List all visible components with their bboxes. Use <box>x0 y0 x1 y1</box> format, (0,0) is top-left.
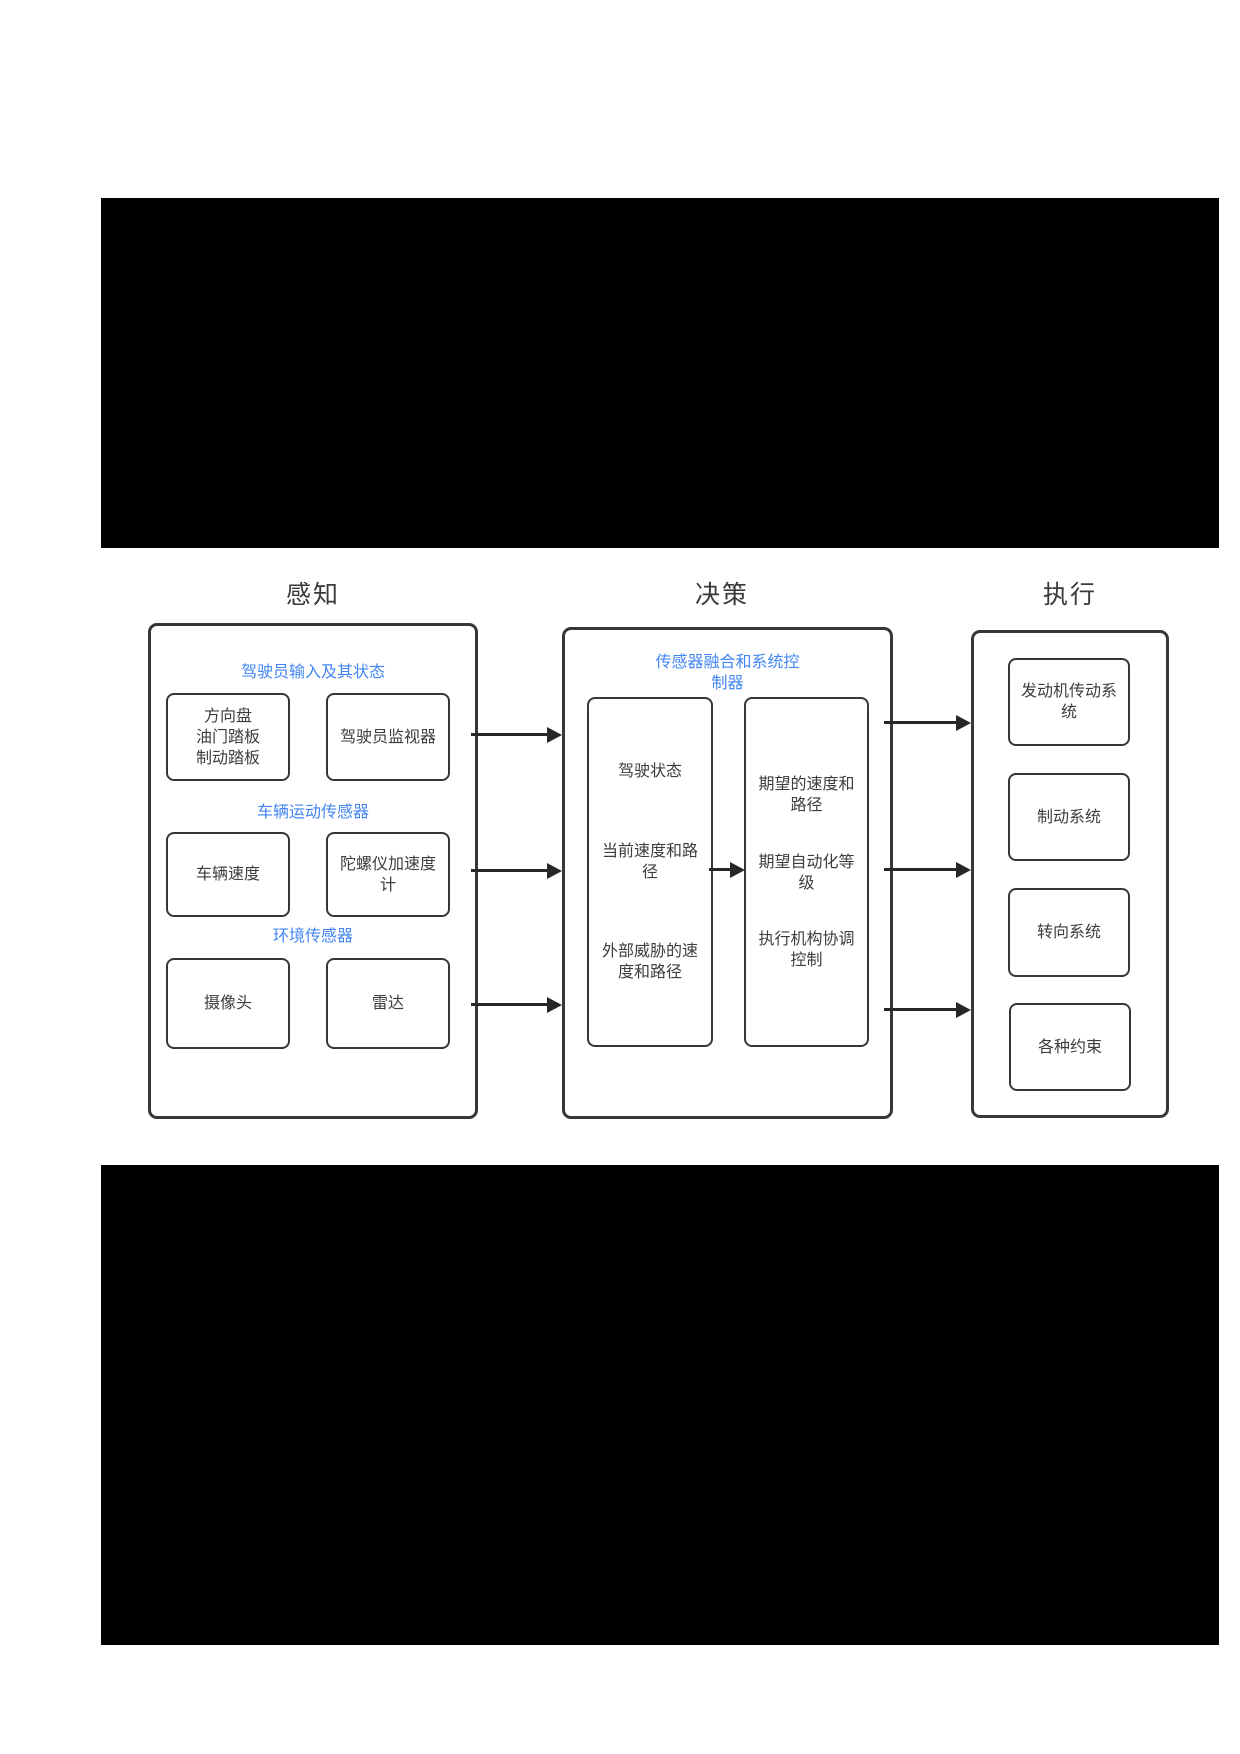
perception-box-camera: 摄像头 <box>166 958 290 1049</box>
perception-box-vehicle-speed: 车辆速度 <box>166 832 290 917</box>
arrow-decision-to-execution-2 <box>884 868 956 871</box>
column-title-decision: 决策 <box>694 581 749 609</box>
arrow-state-to-target <box>709 868 730 871</box>
arrow-perception-to-decision-1 <box>471 733 547 736</box>
perception-group-label-vehicle-motion: 车辆运动传感器 <box>256 804 369 821</box>
execution-box-engine-drivetrain: 发动机传动系 统 <box>1008 658 1130 746</box>
decision-state-box: 驾驶状态 当前速度和路 径 外部威胁的速 度和路径 <box>587 697 713 1047</box>
execution-container: 发动机传动系 统 制动系统 转向系统 各种约束 <box>971 630 1169 1118</box>
redacted-figure-top <box>101 198 1219 548</box>
perception-group-label-driver-input: 驾驶员输入及其状态 <box>240 664 385 681</box>
execution-box-brake-system: 制动系统 <box>1008 773 1130 861</box>
decision-target-item-actuator-coordination: 执行机构协调 控制 <box>758 931 855 969</box>
arrow-decision-to-execution-3 <box>884 1008 956 1011</box>
perception-box-gyro-accelerometer: 陀螺仪加速度 计 <box>326 832 450 917</box>
perception-box-steering-pedals: 方向盘 油门踏板 制动踏板 <box>166 693 290 781</box>
decision-target-item-automation-level: 期望自动化等 级 <box>758 854 855 892</box>
perception-group-label-environment: 环境传感器 <box>272 928 353 945</box>
perception-container: 驾驶员输入及其状态 方向盘 油门踏板 制动踏板 驾驶员监视器 车辆运动传感器 车… <box>148 623 478 1119</box>
execution-box-constraints: 各种约束 <box>1009 1003 1131 1091</box>
decision-state-item-current-speed-path: 当前速度和路 径 <box>601 843 698 881</box>
arrow-decision-to-execution-1 <box>884 721 956 724</box>
execution-box-steering-system: 转向系统 <box>1008 888 1130 977</box>
decision-group-label-sensor-fusion: 传感器融合和系统控 制器 <box>655 654 800 692</box>
decision-state-item-external-threat: 外部威胁的速 度和路径 <box>601 943 698 981</box>
decision-target-item-desired-speed-path: 期望的速度和 路径 <box>758 776 855 814</box>
arrow-perception-to-decision-3 <box>471 1003 547 1006</box>
column-title-perception: 感知 <box>285 581 340 609</box>
column-title-execution: 执行 <box>1042 581 1097 609</box>
decision-target-box: 期望的速度和 路径 期望自动化等 级 执行机构协调 控制 <box>744 697 869 1047</box>
perception-box-radar: 雷达 <box>326 958 450 1049</box>
decision-state-item-driving-state: 驾驶状态 <box>617 763 682 780</box>
perception-box-driver-monitor: 驾驶员监视器 <box>326 693 450 781</box>
arrow-perception-to-decision-2 <box>471 869 547 872</box>
redacted-figure-bottom <box>101 1165 1219 1645</box>
decision-container: 传感器融合和系统控 制器 驾驶状态 当前速度和路 径 外部威胁的速 度和路径 期… <box>562 627 893 1119</box>
